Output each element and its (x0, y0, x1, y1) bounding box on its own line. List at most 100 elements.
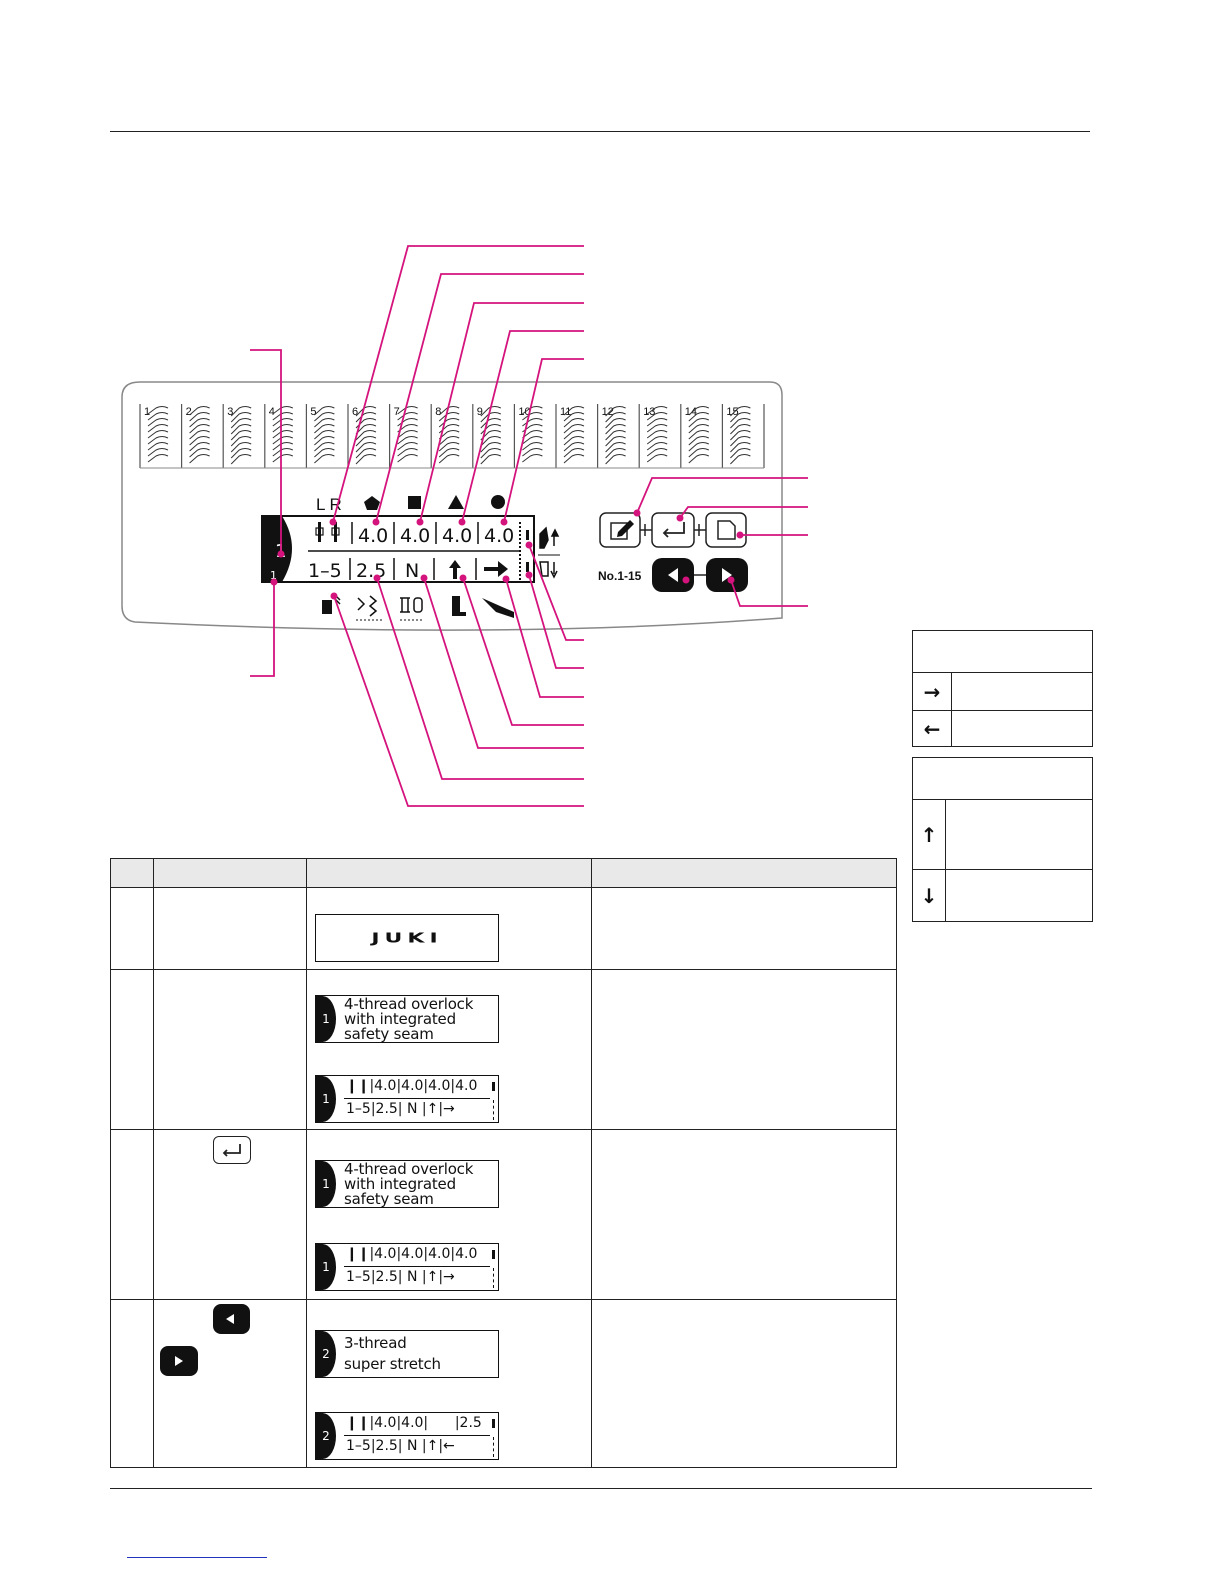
header-cell (110, 858, 154, 888)
table-row: JUKI (110, 887, 897, 970)
stitch-pattern-icon (688, 406, 710, 464)
lcd-number-badge: 1 (316, 1161, 336, 1207)
square-icon (408, 496, 421, 509)
stitch-pattern-icon (438, 406, 460, 464)
differential-feed-icon (356, 595, 382, 621)
enter-key-icon[interactable] (213, 1136, 251, 1164)
juki-logo-lcd: JUKI (315, 914, 499, 962)
top-rule (110, 131, 1090, 132)
lcd-program-values: 2 ❙❙|4.0|4.0| |2.5 1–5|2.5| N |↑|← (315, 1412, 499, 1460)
range-label: No.1-15 (598, 569, 642, 583)
foot-down-icon (539, 561, 558, 579)
direction-symbol-table: → ← (912, 630, 1093, 747)
direction-right-arrow-icon (484, 561, 508, 577)
stitch-pattern-icon (189, 406, 210, 464)
header-cell (591, 858, 897, 888)
page-key-icon (705, 512, 747, 548)
juki-logo: JUKI (371, 930, 443, 946)
needle-icon (315, 522, 340, 542)
lcd-program-name: 2 3-thread super stretch (315, 1330, 499, 1378)
lcd-number-badge: 2 (316, 1331, 336, 1377)
bottom-value-3: N (405, 560, 419, 582)
triangle-icon (448, 495, 464, 509)
foot-up-icon (539, 526, 560, 549)
lcd-number-badge: 1 (316, 1244, 336, 1290)
stitch-number: 4 (269, 406, 275, 418)
lcd-number-badge: 1 (316, 1076, 336, 1122)
stitch-pattern-icon (522, 406, 543, 463)
lr-label: L R (316, 495, 342, 514)
circle-icon (491, 495, 505, 509)
down-arrow-icon: ↓ (912, 869, 946, 922)
stitch-pattern-icon (397, 406, 418, 463)
bottom-value-2: 2.5 (356, 560, 386, 582)
panel-outline (121, 381, 783, 631)
leader-lines (250, 245, 808, 807)
stitch-number: 6 (352, 406, 358, 418)
table-header-row (110, 858, 897, 888)
footer-link-underline (127, 1557, 267, 1558)
stitch-pattern-icon (730, 406, 751, 465)
lcd-values-row1: ❙❙|4.0|4.0|4.0|4.0 (346, 1078, 478, 1094)
bottom-rule (110, 1488, 1092, 1489)
lcd-program-text: 3-thread super stretch (344, 1334, 441, 1373)
table-row: 2 3-thread super stretch 2 ❙❙|4.0|4.0| |… (110, 1299, 897, 1468)
up-arrow-icon: ↑ (912, 799, 946, 870)
left-arrow-key-icon[interactable] (213, 1304, 250, 1334)
lcd-program-values: 1 ❙❙|4.0|4.0|4.0|4.0 1–5|2.5| N |↑|→ (315, 1075, 499, 1123)
stitch-pattern-icon (314, 406, 335, 464)
lcd-values-row1: ❙❙|4.0|4.0| |2.5 (346, 1415, 482, 1431)
lcd-program-text: 4-thread overlock with integrated safety… (344, 1160, 474, 1208)
stitch-pattern-icon (480, 406, 502, 465)
header-cell (153, 858, 307, 888)
stitch-pattern-icon (605, 406, 626, 465)
lcd-number-badge: 2 (316, 1413, 336, 1459)
bottom-value-1: 1–5 (308, 560, 342, 582)
presser-symbol-table: ↑ ↓ (912, 757, 1093, 922)
pentagon-icon (364, 496, 380, 510)
stitch-pattern-icon (230, 406, 252, 465)
top-value-2: 4.0 (400, 525, 430, 547)
stitch-number: 7 (394, 406, 400, 418)
top-value-1: 4.0 (358, 525, 388, 547)
table-row: 1 4-thread overlock with integrated safe… (110, 1129, 897, 1300)
lcd-values-row1: ❙❙|4.0|4.0|4.0|4.0 (346, 1246, 478, 1262)
left-arrow-icon: ← (912, 710, 952, 747)
main-lcd-frame (261, 515, 535, 583)
foot-icon (452, 596, 466, 616)
lcd-sub-number: 1 (270, 569, 277, 582)
stitch-number: 14 (685, 406, 697, 418)
stitch-pattern-icon (355, 406, 377, 465)
right-arrow-key-icon[interactable] (160, 1346, 198, 1376)
lcd-values-row2: 1–5|2.5| N |↑|→ (346, 1101, 455, 1117)
stitch-number: 12 (602, 406, 614, 418)
presser-up-arrow-icon (449, 560, 461, 579)
stitch-number: 1 (144, 406, 150, 418)
side-table-header (912, 757, 1093, 800)
lcd-program-name: 1 4-thread overlock with integrated safe… (315, 995, 499, 1043)
lcd-values-row2: 1–5|2.5| N |↑|→ (346, 1269, 455, 1285)
right-arrow-icon: → (912, 672, 952, 711)
cutting-width-icon (482, 598, 514, 618)
enter-key-icon (651, 512, 695, 548)
stitch-number: 2 (186, 406, 192, 418)
lcd-program-name: 1 4-thread overlock with integrated safe… (315, 1160, 499, 1208)
procedure-table: JUKI 1 4-thread overlock with integrated… (110, 858, 897, 1468)
stitch-pattern-icon (272, 406, 294, 463)
top-value-4: 4.0 (484, 525, 514, 547)
lcd-number-badge: 1 (316, 996, 336, 1042)
table-row: 1 4-thread overlock with integrated safe… (110, 969, 897, 1130)
leader-dots (270, 509, 744, 600)
stitch-pattern-icon (646, 406, 668, 463)
stitch-pattern-icon (147, 406, 169, 463)
stitch-number: 5 (310, 406, 316, 418)
lcd-program-values: 1 ❙❙|4.0|4.0|4.0|4.0 1–5|2.5| N |↑|→ (315, 1243, 499, 1291)
side-table-header (912, 630, 1093, 673)
header-cell (306, 858, 592, 888)
stitch-number: 11 (560, 406, 571, 418)
stitch-number: 15 (726, 406, 738, 418)
stitch-number: 9 (477, 406, 483, 418)
lcd-values-row2: 1–5|2.5| N |↑|← (346, 1438, 455, 1454)
